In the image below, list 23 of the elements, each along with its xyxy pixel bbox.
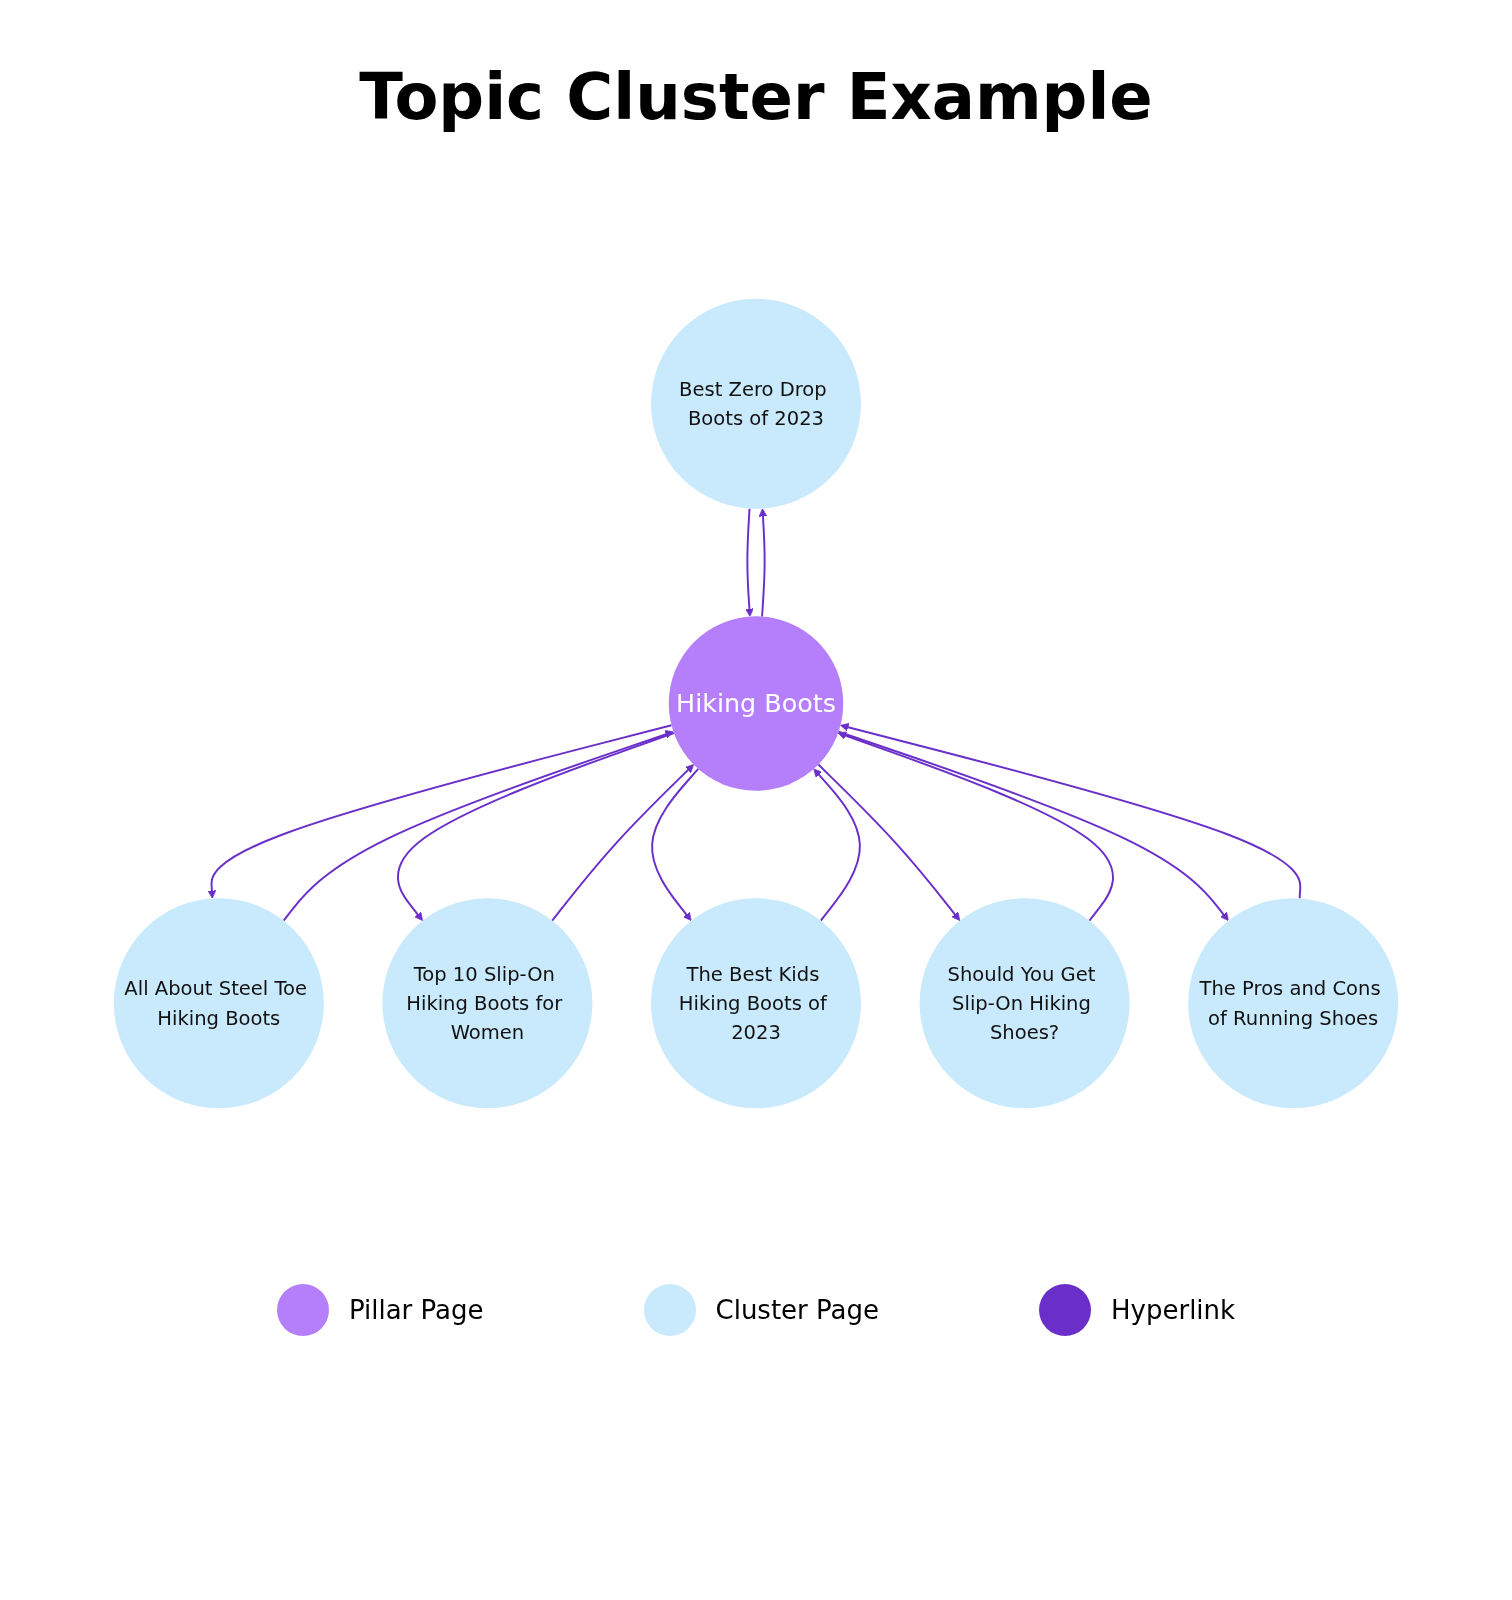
arrow — [840, 723, 1302, 900]
node-circle: Should You Get Slip-On Hiking Shoes? — [919, 898, 1130, 1109]
arrow — [837, 732, 1114, 923]
arrow — [207, 724, 673, 900]
legend-label: Cluster Page — [715, 1295, 879, 1325]
node-circle: The Pros and Cons of Running Shoes — [1188, 898, 1399, 1109]
arrow — [282, 730, 674, 923]
arrow — [651, 768, 700, 922]
arrow — [745, 508, 754, 618]
arrow — [758, 508, 768, 618]
node-circle: Best Zero Drop Boots of 2023 — [651, 299, 861, 510]
arrow — [551, 764, 694, 923]
node-circle: The Best Kids Hiking Boots of 2023 — [651, 898, 861, 1109]
legend-label: Pillar Page — [348, 1295, 484, 1325]
arrow — [837, 731, 1229, 922]
arrow — [813, 769, 861, 923]
arrow — [397, 732, 675, 922]
legend-label: Hyperlink — [1111, 1295, 1236, 1325]
node-circle: Top 10 Slip-On Hiking Boots for Women — [382, 898, 593, 1109]
arrow — [817, 764, 961, 922]
node-circle: Hiking Boots — [668, 616, 844, 792]
node-circle: All About Steel Toe Hiking Boots — [113, 898, 324, 1109]
title: Topic Cluster Example — [358, 60, 1154, 134]
